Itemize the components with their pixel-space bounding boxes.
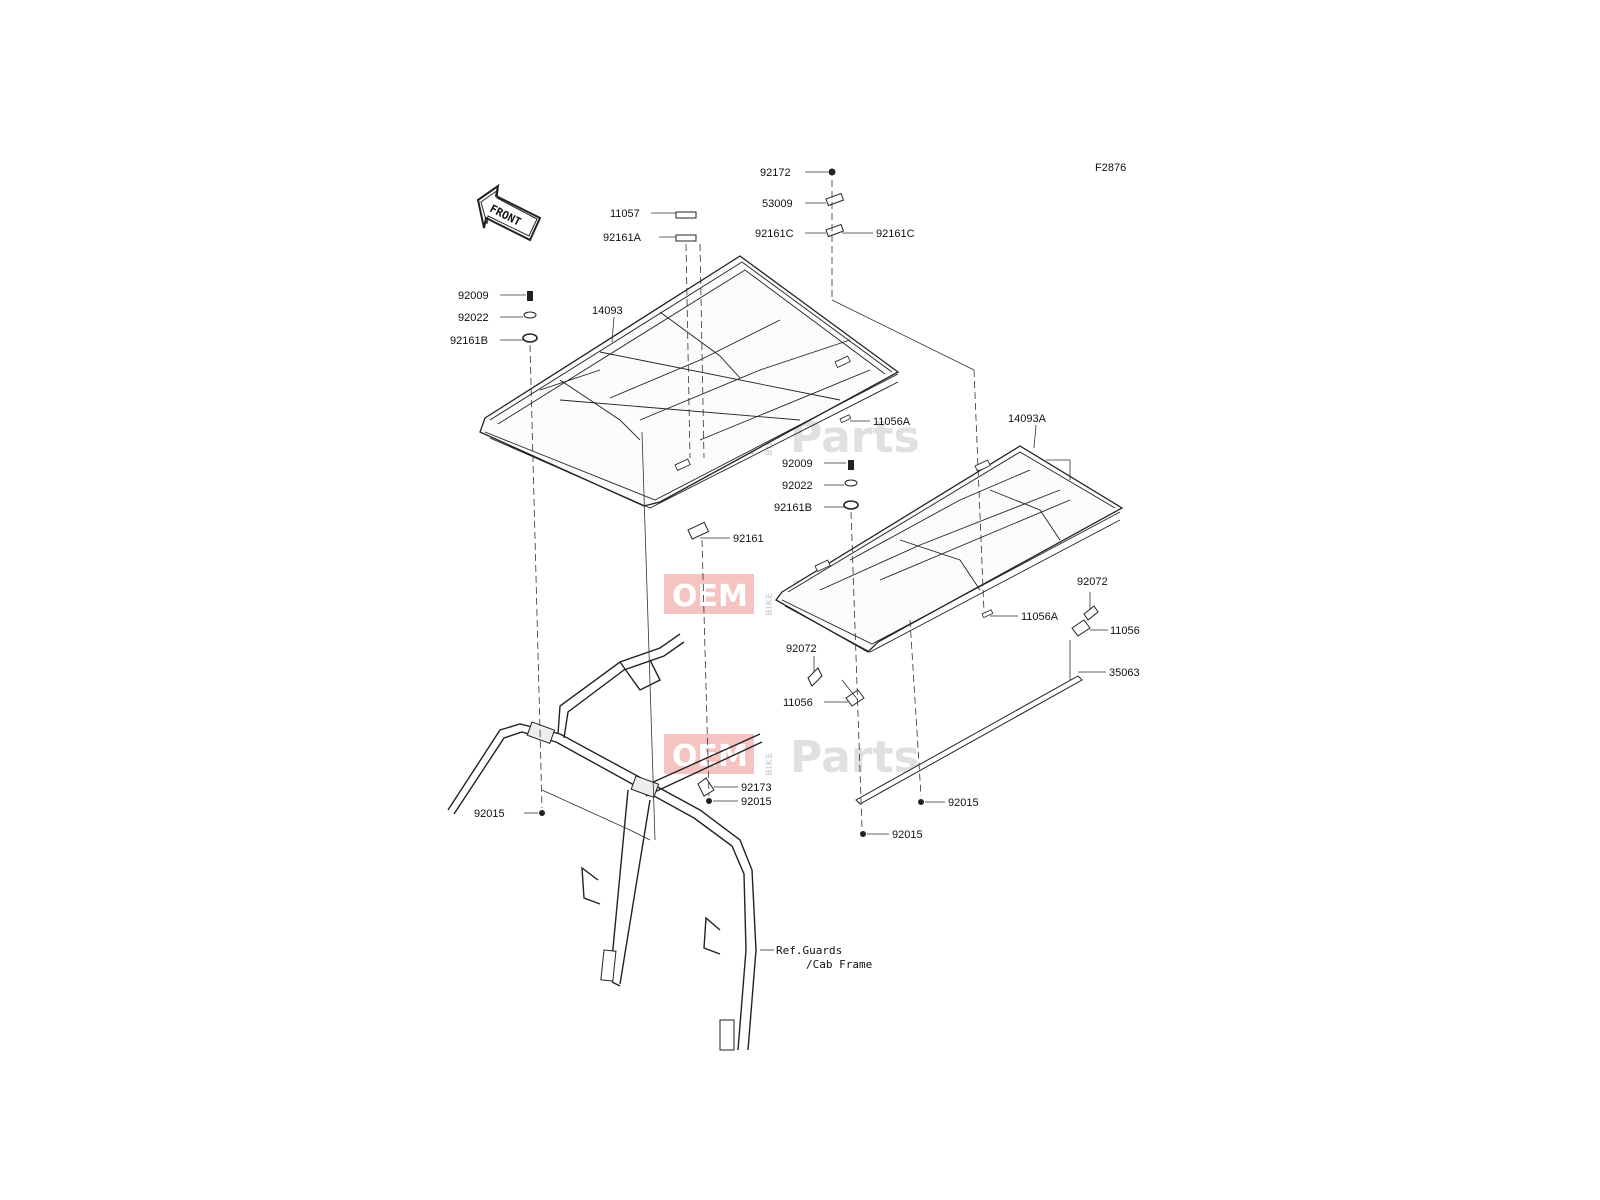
part-label-92015-center: 92015	[741, 796, 772, 808]
part-label-92172: 92172	[760, 167, 791, 179]
part-label-92161c-right: 92161C	[876, 228, 915, 240]
part-label-92161: 92161	[733, 533, 764, 545]
leader-lines	[500, 171, 1108, 951]
part-label-35063: 35063	[1109, 667, 1140, 679]
svg-text:/Cab Frame: /Cab Frame	[806, 958, 872, 971]
part-label-92022-rear: 92022	[782, 480, 813, 492]
part-label-92015-left: 92015	[474, 808, 505, 820]
part-label-11056a-top: 11056A	[873, 416, 911, 428]
part-label-92161b-rear: 92161B	[774, 502, 812, 514]
part-label-92161b-front: 92161B	[450, 335, 488, 347]
part-label-92015-right: 92015	[948, 797, 979, 809]
diagram-code: F2876	[1095, 162, 1126, 174]
svg-text:BIKE: BIKE	[765, 433, 775, 456]
part-label-92015-bottom: 92015	[892, 829, 923, 841]
part-label-92009-front: 92009	[458, 290, 489, 302]
part-label-11056a-bottom: 11056A	[1021, 611, 1059, 623]
assembly-lines	[529, 180, 1071, 841]
front-arrow-icon: FRONT	[476, 183, 542, 242]
part-label-11056-left: 11056	[783, 697, 813, 709]
svg-text:BIKE: BIKE	[765, 753, 775, 776]
part-label-92009-rear: 92009	[782, 458, 813, 470]
reference-label: Ref.Guards /Cab Frame	[776, 944, 872, 971]
part-labels: 92172 53009 92161C 92161C 11057 92161A 9…	[450, 167, 1140, 841]
svg-text:Parts: Parts	[790, 732, 920, 783]
svg-text:OEM: OEM	[672, 579, 748, 614]
hardware	[522, 168, 1099, 837]
part-label-92161c-left: 92161C	[755, 228, 794, 240]
part-label-11057: 11057	[610, 208, 640, 220]
part-label-14093: 14093	[592, 305, 623, 317]
part-label-11056-right: 11056	[1110, 625, 1140, 637]
svg-text:Ref.Guards: Ref.Guards	[776, 944, 842, 957]
front-roof-panel	[479, 255, 900, 509]
part-label-92022-front: 92022	[458, 312, 489, 324]
svg-text:Parts: Parts	[790, 412, 920, 463]
trim-strip	[855, 675, 1083, 805]
part-label-14093a: 14093A	[1008, 413, 1047, 425]
part-label-53009: 53009	[762, 198, 793, 210]
part-label-92072-right: 92072	[1077, 576, 1108, 588]
cab-frame	[447, 633, 763, 1051]
watermark-bottom: OEM BIKE Parts	[664, 732, 920, 783]
rear-roof-panel	[775, 445, 1124, 653]
part-label-92072-left: 92072	[786, 643, 817, 655]
part-label-92173: 92173	[741, 782, 772, 794]
svg-text:BIKE: BIKE	[765, 593, 775, 616]
part-label-92161a: 92161A	[603, 232, 642, 244]
